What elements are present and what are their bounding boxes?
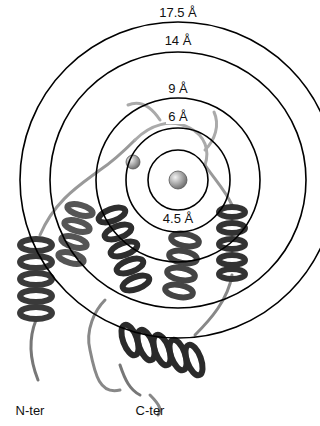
metal-sphere [169, 171, 187, 189]
distance-label: 4.5 Å [161, 211, 195, 226]
terminus-label: C-ter [134, 403, 167, 418]
distance-label: 17.5 Å [157, 5, 199, 20]
distance-label: 9 Å [166, 81, 190, 96]
distance-circles [20, 22, 320, 338]
distance-label: 14 Å [163, 33, 194, 48]
terminus-label: N-ter [14, 403, 47, 418]
distance-label: 6 Å [166, 109, 190, 124]
